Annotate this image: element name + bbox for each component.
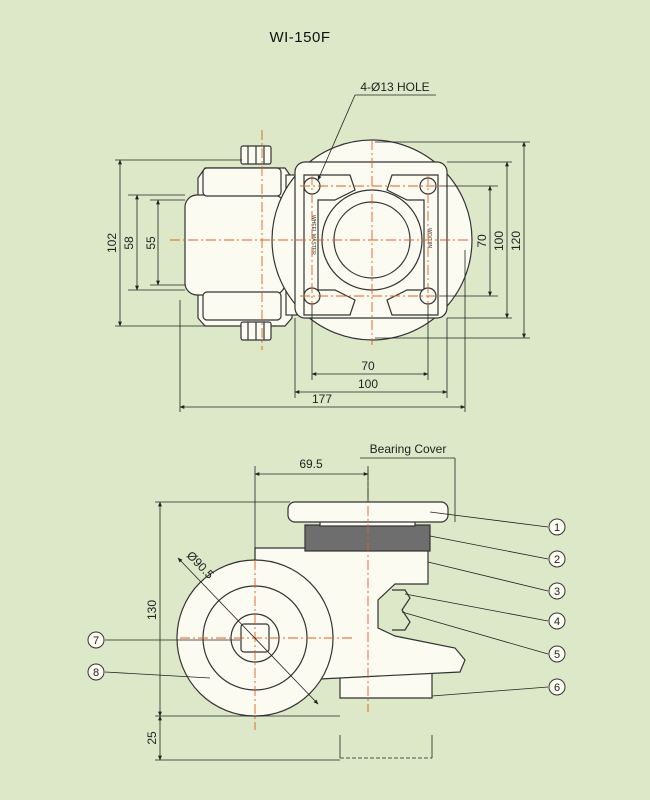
hole-note: 4-Ø13 HOLE	[360, 80, 429, 94]
axle-cover-bottom	[202, 291, 282, 321]
dim-55: 55	[144, 236, 158, 250]
dim-177: 177	[312, 392, 332, 406]
leveling-slot	[392, 589, 411, 631]
top-centerlines	[170, 130, 470, 350]
callout-4	[548, 612, 566, 630]
dim-120: 120	[509, 231, 523, 251]
dim-70-right: 70	[475, 234, 489, 248]
callout-8	[87, 663, 105, 681]
dim-100-bottom: 100	[358, 377, 378, 391]
dim-25: 25	[145, 731, 159, 745]
dim-130: 130	[145, 600, 159, 620]
dim-70-bottom: 70	[361, 359, 375, 373]
callout-group	[87, 518, 566, 696]
plate-text-left: WHEEL MASTER	[310, 215, 316, 255]
drawing-title: WI-150F	[269, 29, 330, 46]
callout-3-text: 3	[554, 586, 560, 598]
callout-2-text: 2	[554, 554, 560, 566]
callout-1	[548, 518, 566, 536]
callout-7	[87, 631, 105, 649]
callout-3	[548, 582, 566, 600]
callout-5	[548, 645, 566, 663]
side-dimensions	[104, 457, 549, 761]
axle-cover-top	[202, 167, 282, 197]
dim-58: 58	[122, 236, 136, 250]
bearing-cover-label: Bearing Cover	[370, 442, 447, 456]
callout-1-text: 1	[554, 522, 560, 534]
dim-69-5: 69.5	[299, 457, 323, 471]
callout-2	[548, 550, 566, 568]
plate-text-right: WOOJIN	[426, 228, 432, 248]
callout-6-text: 6	[554, 682, 560, 694]
callout-6	[548, 678, 566, 696]
side-view	[176, 501, 466, 717]
top-dimensions	[115, 94, 530, 412]
callout-8-text: 8	[93, 667, 99, 679]
callout-4-text: 4	[554, 616, 560, 628]
bearing-seal	[304, 524, 431, 552]
wheel-top	[184, 194, 286, 296]
dim-102: 102	[105, 233, 119, 253]
callout-5-text: 5	[554, 649, 560, 661]
callout-7-text: 7	[93, 635, 99, 647]
dim-100-right: 100	[492, 231, 506, 251]
